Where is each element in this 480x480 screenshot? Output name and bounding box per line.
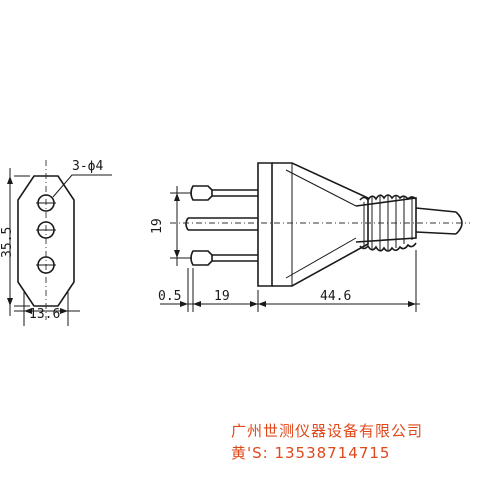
cable	[170, 207, 470, 235]
plug-face-outline	[17, 175, 75, 307]
strain-relief	[355, 194, 417, 252]
pin-offset-dim-text: 0.5	[158, 289, 181, 304]
hole-top	[36, 194, 56, 212]
pin-middle	[185, 217, 258, 231]
watermark-company: 广州世测仪器设备有限公司	[231, 422, 424, 440]
side-view: 19 0.5 19 44.6	[150, 162, 470, 312]
pin-length-dim-text: 19	[214, 289, 230, 304]
hole-middle	[36, 221, 56, 239]
watermark-contact: 黄'S: 13538714715	[231, 444, 391, 462]
body-length-dim-text: 44.6	[320, 289, 351, 304]
pin-bottom	[190, 250, 258, 266]
hole-callout-leader	[52, 174, 112, 198]
width-dim-text: 13.6	[29, 307, 60, 322]
hole-bottom	[36, 256, 56, 274]
pin-spacing-dim-text: 19	[150, 218, 165, 234]
hole-callout-text: 3-ϕ4	[72, 159, 103, 174]
height-dim-text: 35.5	[0, 227, 15, 258]
pin-top	[190, 185, 258, 201]
plug-body	[272, 162, 369, 287]
front-view: 3-ϕ4 35.5 13.6	[0, 159, 112, 326]
plug-flange	[257, 162, 273, 287]
